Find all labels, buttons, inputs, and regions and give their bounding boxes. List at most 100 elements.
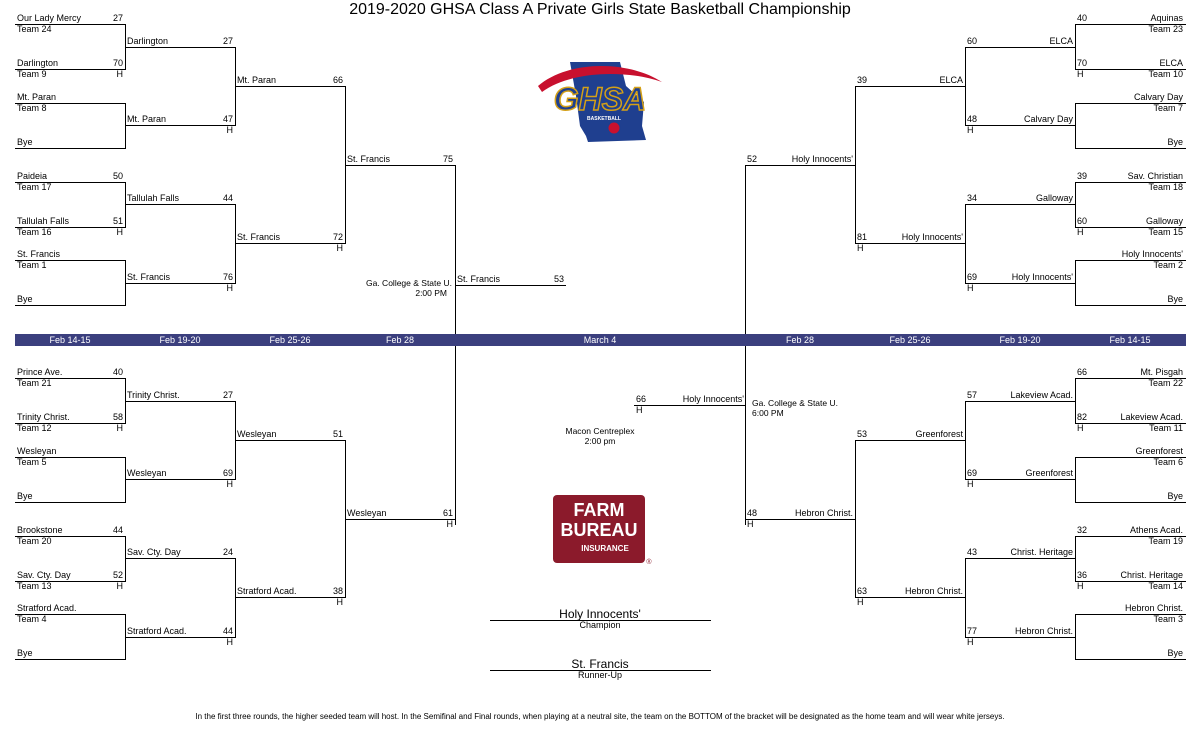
team-score: 32 [1077, 525, 1088, 535]
team-score: 72 [332, 232, 343, 242]
team-seed: Team 16 [17, 227, 52, 237]
home-marker: H [857, 243, 864, 253]
team-name: Paideia [17, 171, 48, 181]
team-name: Greenforest [1025, 468, 1073, 478]
slot-line [15, 260, 126, 261]
slot-line [125, 401, 236, 402]
team-name: Sav. Cty. Day [17, 570, 71, 580]
slot-line [125, 283, 236, 284]
home-marker: H [1077, 69, 1084, 79]
team-seed: Team 10 [1148, 69, 1183, 79]
slot-line [745, 165, 856, 166]
team-name: Lakeview Acad. [1120, 412, 1183, 422]
connector-line [1075, 457, 1076, 503]
team-score: 51 [332, 429, 343, 439]
slot-line [15, 305, 126, 306]
team-name: Hebron Christ. [1014, 626, 1073, 636]
slot-line [1075, 24, 1186, 25]
slot-line [15, 614, 126, 615]
slot-line [965, 283, 1076, 284]
farm-bureau-logo: FARM BUREAU INSURANCE ® [553, 495, 652, 566]
slot-line [1075, 227, 1186, 228]
connector-line [965, 204, 966, 284]
team-name: Bye [17, 491, 33, 501]
team-name: St. Francis [237, 232, 281, 242]
slot-line [345, 519, 456, 520]
slot-line [1075, 423, 1186, 424]
team-name: Bye [1167, 491, 1183, 501]
team-score: 58 [112, 412, 123, 422]
ghsa-logo-text: GHSA [554, 81, 646, 117]
team-seed: Team 5 [17, 457, 47, 467]
team-score: 44 [222, 193, 233, 203]
team-score: 47 [222, 114, 233, 124]
team-name: Stratford Acad. [17, 603, 77, 613]
team-name: Bye [1167, 137, 1183, 147]
slot-line [1075, 182, 1186, 183]
slot-line [125, 637, 236, 638]
connector-line [125, 182, 126, 228]
team-score: 38 [332, 586, 343, 596]
team-name: Wesleyan [127, 468, 167, 478]
team-score: 60 [1077, 216, 1088, 226]
team-score: 61 [442, 508, 453, 518]
team-name: Hebron Christ. [904, 586, 963, 596]
team-score: 81 [857, 232, 868, 242]
team-score: 75 [442, 154, 453, 164]
team-name: Tallulah Falls [17, 216, 70, 226]
team-name: Hebron Christ. [1124, 603, 1183, 613]
team-name: Holy Innocents' [791, 154, 853, 164]
home-marker: H [1077, 423, 1084, 433]
slot-line [855, 440, 966, 441]
date-label: Feb 19-20 [999, 335, 1041, 345]
team-score: 63 [857, 586, 868, 596]
team-seed: Team 8 [17, 103, 47, 113]
team-name: Bye [17, 294, 33, 304]
team-seed: Team 12 [17, 423, 52, 433]
final-venue: Macon Centreplex 2:00 pm [540, 426, 660, 446]
team-name: Calvary Day [1133, 92, 1183, 102]
slot-line [1075, 614, 1186, 615]
team-seed: Team 3 [1153, 614, 1183, 624]
slot-line [15, 103, 126, 104]
team-name: Lakeview Acad. [1010, 390, 1073, 400]
slot-line [235, 86, 346, 87]
team-name: Hebron Christ. [794, 508, 853, 518]
date-label: Feb 28 [385, 335, 415, 345]
team-name: Bye [1167, 648, 1183, 658]
team-name: Trinity Christ. [127, 390, 180, 400]
team-name: Mt. Paran [127, 114, 167, 124]
slot-line [235, 597, 346, 598]
team-name: Our Lady Mercy [17, 13, 82, 23]
team-name: Calvary Day [1023, 114, 1073, 124]
team-name: Bye [1167, 294, 1183, 304]
team-score: 60 [967, 36, 978, 46]
home-marker: H [967, 637, 974, 647]
home-marker: H [967, 479, 974, 489]
slot-line [1075, 260, 1186, 261]
slot-line [15, 457, 126, 458]
team-name: Holy Innocents' [682, 394, 744, 404]
home-marker: H [636, 405, 643, 415]
home-marker: H [336, 597, 344, 607]
team-score: 40 [1077, 13, 1088, 23]
slot-line [345, 165, 456, 166]
team-seed: Team 15 [1148, 227, 1183, 237]
swoosh-shape [538, 65, 662, 92]
team-name: St. Francis [17, 249, 61, 259]
team-name: ELCA [1049, 36, 1073, 46]
team-seed: Team 2 [1153, 260, 1183, 270]
team-name: Wesleyan [347, 508, 387, 518]
team-name: Trinity Christ. [17, 412, 70, 422]
team-name: Mt. Paran [237, 75, 277, 85]
team-name: Holy Innocents' [1121, 249, 1183, 259]
slot-line [15, 182, 126, 183]
home-marker: H [226, 283, 234, 293]
team-seed: Team 7 [1153, 103, 1183, 113]
farm-bureau-line-1: FARM [574, 500, 625, 520]
team-score: 40 [112, 367, 123, 377]
slot-line [125, 204, 236, 205]
home-marker: H [116, 69, 124, 79]
home-marker: H [226, 125, 234, 135]
